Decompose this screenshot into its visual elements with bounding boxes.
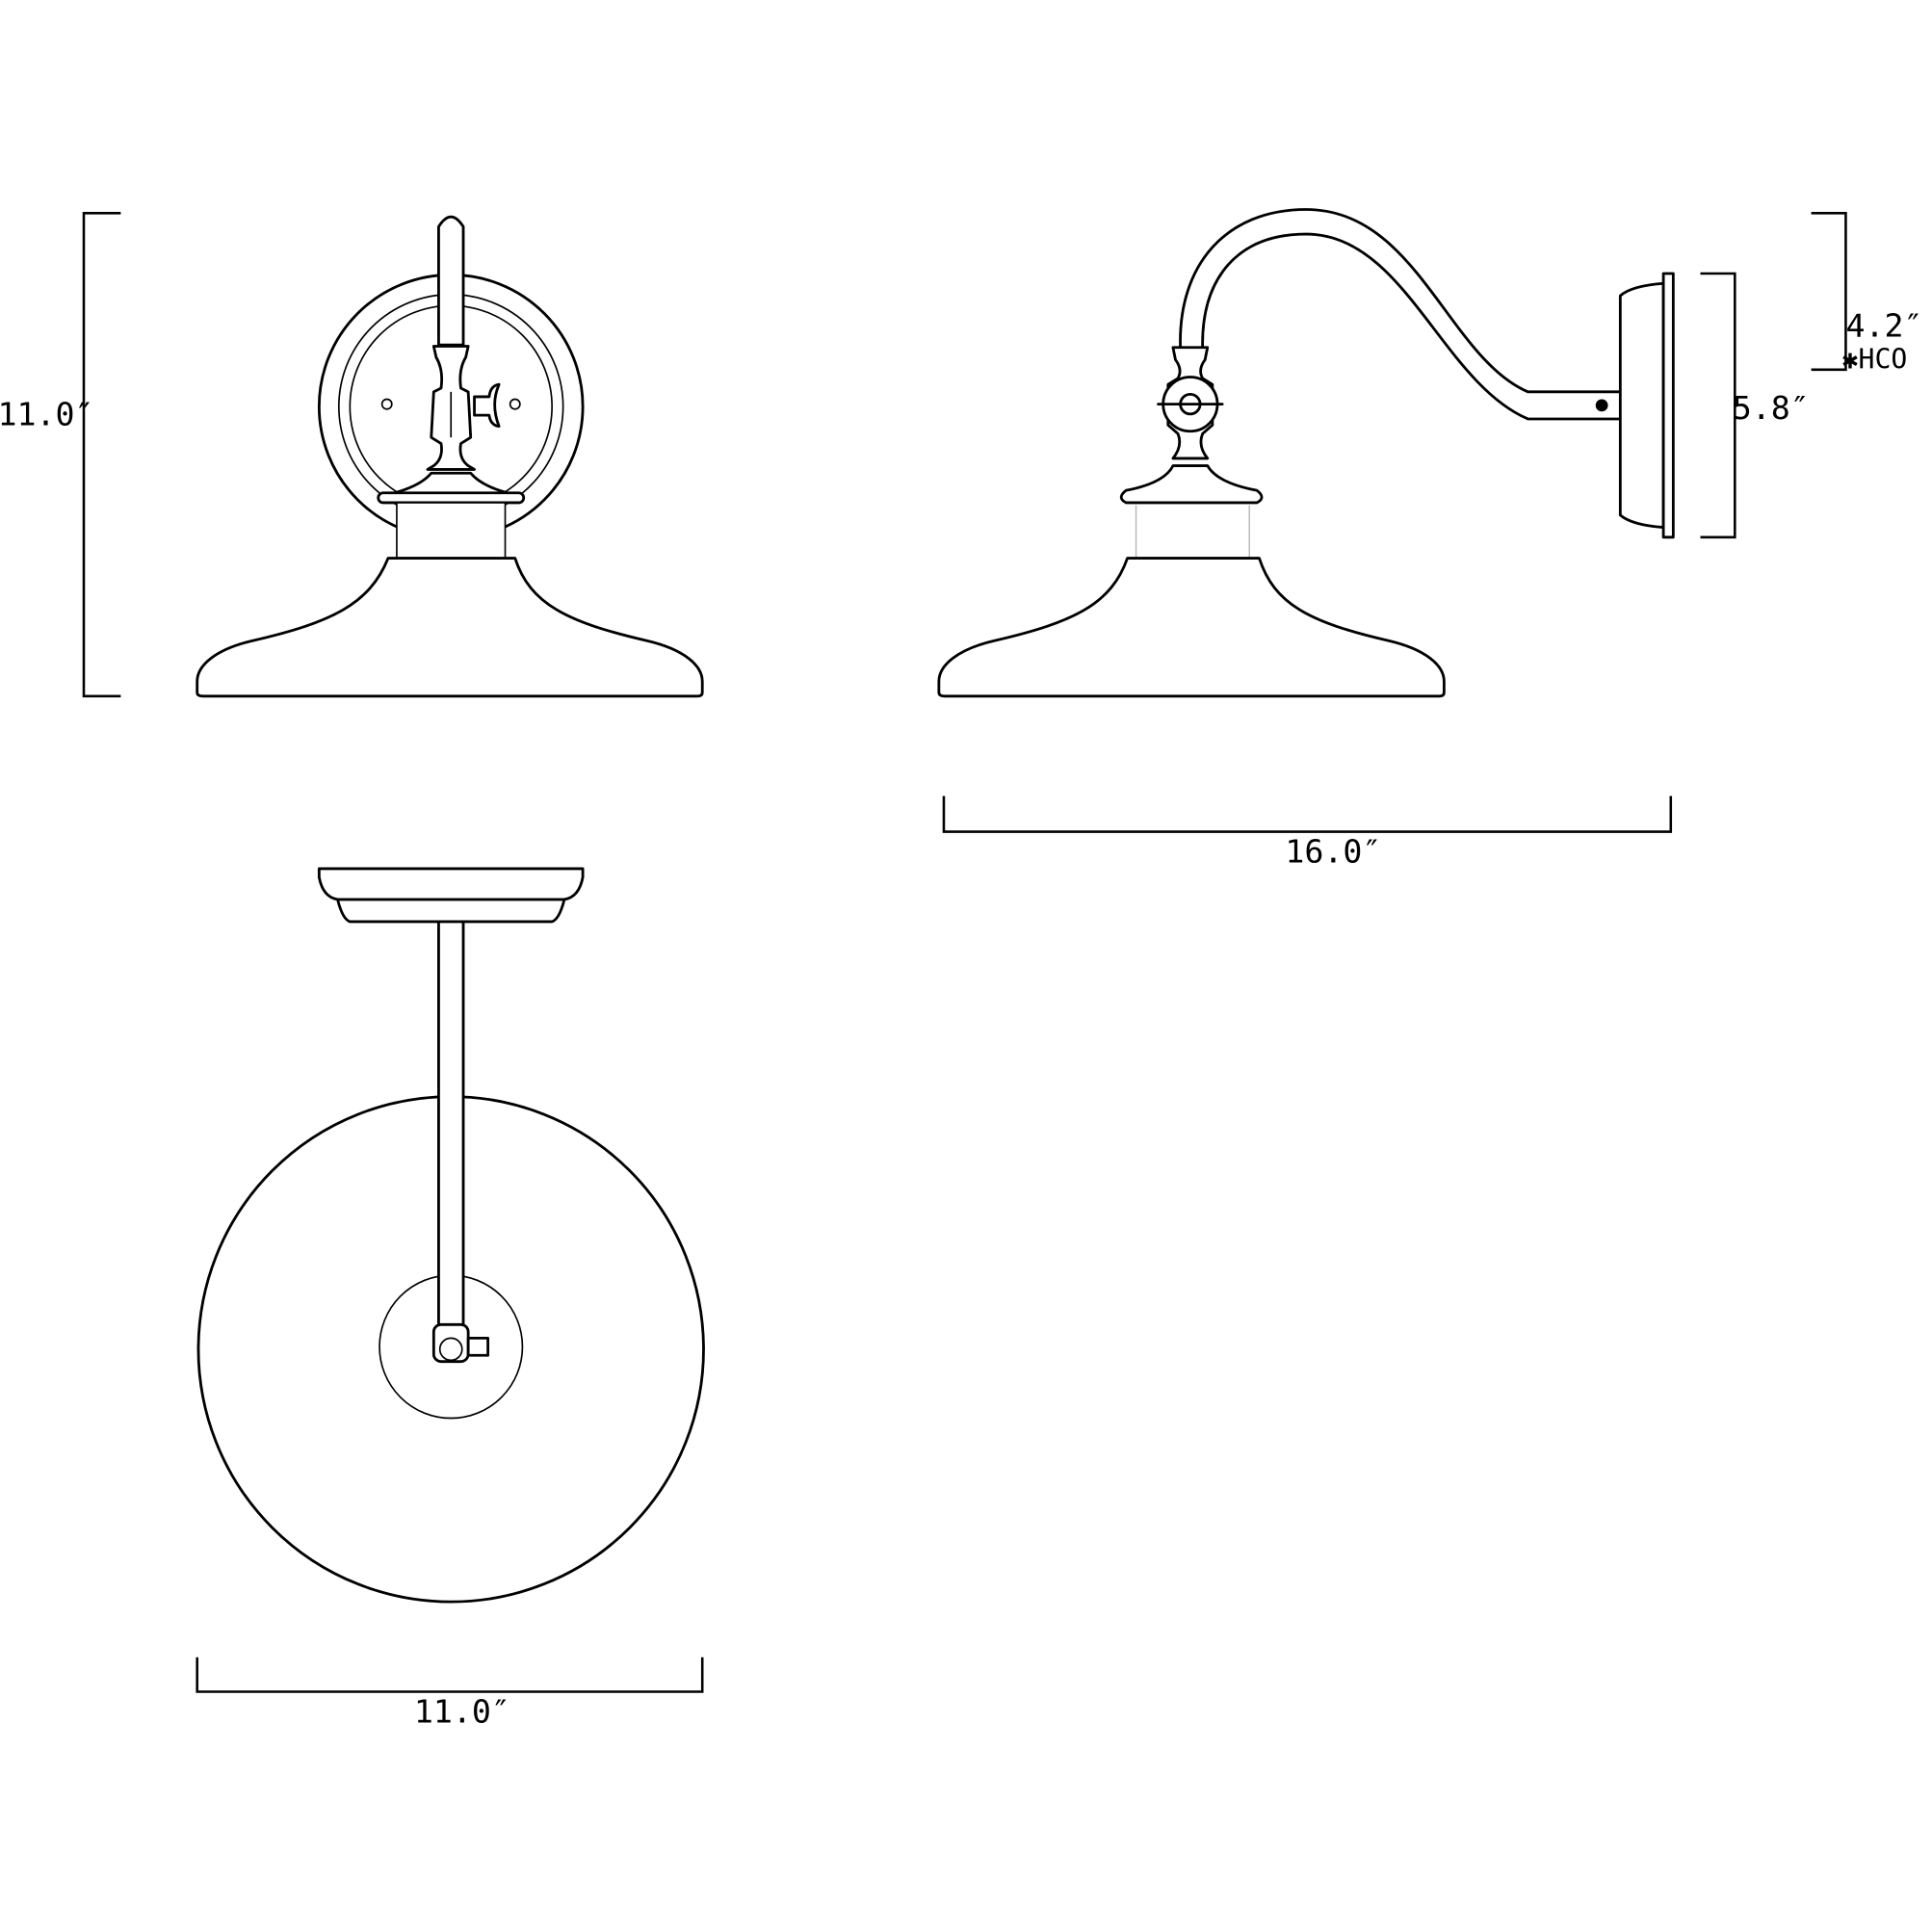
dimension-hco: 4.2″ ✱HCO [1811,212,1923,376]
gooseneck-arm-inner [1201,232,1622,421]
front-fitter-ring [377,491,526,505]
dimension-top-diameter: 11.0″ [196,1657,704,1731]
top-backplate [317,867,585,901]
top-rod-end [438,1337,463,1362]
label-backplate-height: 5.8″ [1733,389,1810,427]
top-view [196,867,705,1604]
top-swivel [431,1322,470,1364]
dimension-side-width: 16.0″ [942,796,1673,871]
label-hco: ✱HCO [1842,344,1908,376]
top-thumb-screw [466,1336,490,1357]
label-top-diameter: 11.0″ [414,1693,510,1731]
label-front-height: 11.0″ [0,395,94,432]
screw-hole-right [509,398,521,410]
top-backplate-dome [336,898,566,924]
dimension-front-height: 11.0″ [0,212,121,698]
front-neck [396,502,507,560]
side-backplate [1661,272,1675,539]
front-arm-rod [437,215,465,347]
dimension-backplate-height: 5.8″ [1700,272,1810,539]
arm-set-screw [1595,399,1608,412]
screw-hole-left [380,398,393,410]
side-view [937,208,1675,698]
top-arm-rod [437,920,465,1360]
label-side-width: 16.0″ [1285,833,1381,871]
side-shade [937,557,1446,698]
front-shade [196,557,704,698]
front-thumb-screw [473,382,501,429]
front-view [196,215,704,698]
gooseneck-arm-outer [1179,208,1622,394]
side-canopy [1119,464,1264,505]
side-backplate-dome [1618,281,1665,529]
label-hco-height: 4.2″ [1845,306,1922,344]
